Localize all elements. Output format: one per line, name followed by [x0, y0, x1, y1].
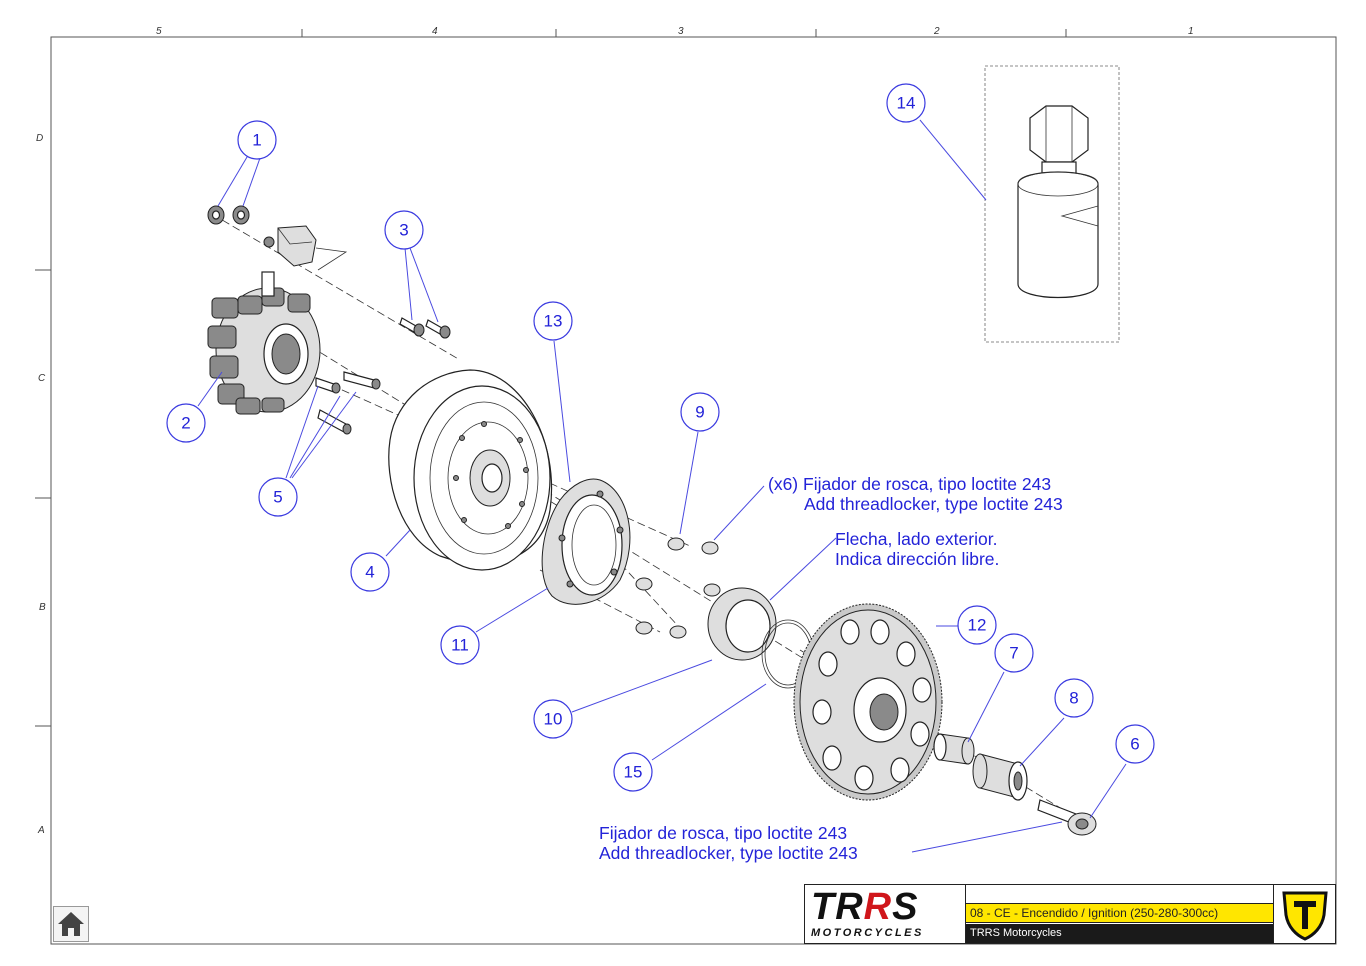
part-stator: [207, 271, 321, 415]
callout-11: 11: [440, 625, 480, 665]
part-bushing: [933, 733, 975, 765]
logo-part-2: R: [863, 886, 893, 928]
part-clutch-housing: [541, 478, 631, 605]
trrs-logo: TRRS MOTORCYCLES: [805, 885, 966, 943]
callout-3: 3: [384, 210, 424, 250]
svg-text:1: 1: [252, 131, 261, 150]
svg-text:14: 14: [897, 94, 916, 113]
svg-text:2: 2: [181, 414, 190, 433]
zone-label-5: 5: [156, 26, 162, 37]
callout-4: 4: [350, 552, 390, 592]
note-threadlocker-x6-es: (x6) Fijador de rosca, tipo loctite 243: [768, 474, 1051, 494]
note-arrow-es: Flecha, lado exterior.: [835, 529, 997, 549]
svg-text:6: 6: [1130, 735, 1139, 754]
part-rotor-bolt: [1037, 799, 1097, 836]
leader-lines: [197, 119, 1127, 853]
logo-wordmark: TRRS: [811, 888, 918, 926]
part-sensor-bolts: [399, 317, 451, 339]
callout-2: 2: [166, 403, 206, 443]
callout-6: 6: [1115, 724, 1155, 764]
zone-label-4: 4: [432, 26, 438, 37]
part-puller-tool: [984, 65, 1120, 343]
callout-13: 13: [533, 301, 573, 341]
svg-text:12: 12: [968, 616, 987, 635]
callout-9: 9: [680, 392, 720, 432]
svg-text:8: 8: [1069, 689, 1078, 708]
svg-text:15: 15: [624, 763, 643, 782]
company-name: TRRS Motorcycles: [966, 924, 1273, 943]
trrs-shield-icon: [1273, 885, 1337, 943]
callout-1: 1: [237, 120, 277, 160]
svg-text:11: 11: [451, 636, 469, 655]
part-spacer: [972, 753, 1028, 801]
zone-label-1: 1: [1188, 26, 1194, 37]
svg-text:4: 4: [365, 563, 374, 582]
logo-part-1: TR: [811, 886, 864, 928]
svg-text:9: 9: [695, 403, 704, 422]
zone-label-c: C: [38, 373, 46, 384]
callout-8: 8: [1054, 678, 1094, 718]
part-nuts: [207, 205, 250, 225]
svg-text:7: 7: [1009, 644, 1018, 663]
svg-text:13: 13: [544, 312, 563, 331]
zone-label-2: 2: [933, 26, 940, 37]
logo-part-3: S: [892, 886, 919, 928]
svg-text:5: 5: [273, 488, 282, 507]
callout-10: 10: [533, 699, 573, 739]
callout-12: 12: [957, 605, 997, 645]
callout-14: 14: [886, 83, 926, 123]
part-stator-bolts: [315, 371, 381, 435]
assembly-axes: [211, 213, 1091, 827]
svg-text:3: 3: [399, 221, 408, 240]
part-clutch-bolts: [635, 537, 721, 639]
note-threadlocker-x6-en: Add threadlocker, type loctite 243: [804, 494, 1063, 514]
logo-subtitle: MOTORCYCLES: [811, 927, 924, 939]
part-starter-gear: [793, 603, 943, 801]
title-block: TRRS MOTORCYCLES 08 - CE - Encendido / I…: [804, 884, 1336, 944]
zone-label-b: B: [39, 602, 46, 613]
zone-label-3: 3: [678, 26, 684, 37]
home-button[interactable]: [53, 906, 89, 942]
part-flywheel: [388, 369, 553, 571]
part-bearing: [707, 587, 777, 661]
callout-5: 5: [258, 477, 298, 517]
note-arrow-es-2: Indica dirección libre.: [835, 549, 999, 569]
zone-labels-side: D C B A: [36, 133, 46, 836]
part-pickup-sensor: [263, 225, 348, 271]
note-threadlocker-en: Add threadlocker, type loctite 243: [599, 843, 858, 863]
document-title: 08 - CE - Encendido / Ignition (250-280-…: [966, 903, 1273, 923]
drawing-frame: [50, 36, 1337, 945]
zone-ticks: [35, 29, 1067, 727]
note-threadlocker-es: Fijador de rosca, tipo loctite 243: [599, 823, 847, 843]
zone-label-a: A: [37, 825, 45, 836]
zone-label-d: D: [36, 133, 43, 144]
callout-15: 15: [613, 752, 653, 792]
svg-text:10: 10: [544, 710, 563, 729]
zone-labels-top: 5 4 3 2 1: [156, 26, 1194, 37]
home-icon: [58, 912, 84, 936]
callout-7: 7: [994, 633, 1034, 673]
